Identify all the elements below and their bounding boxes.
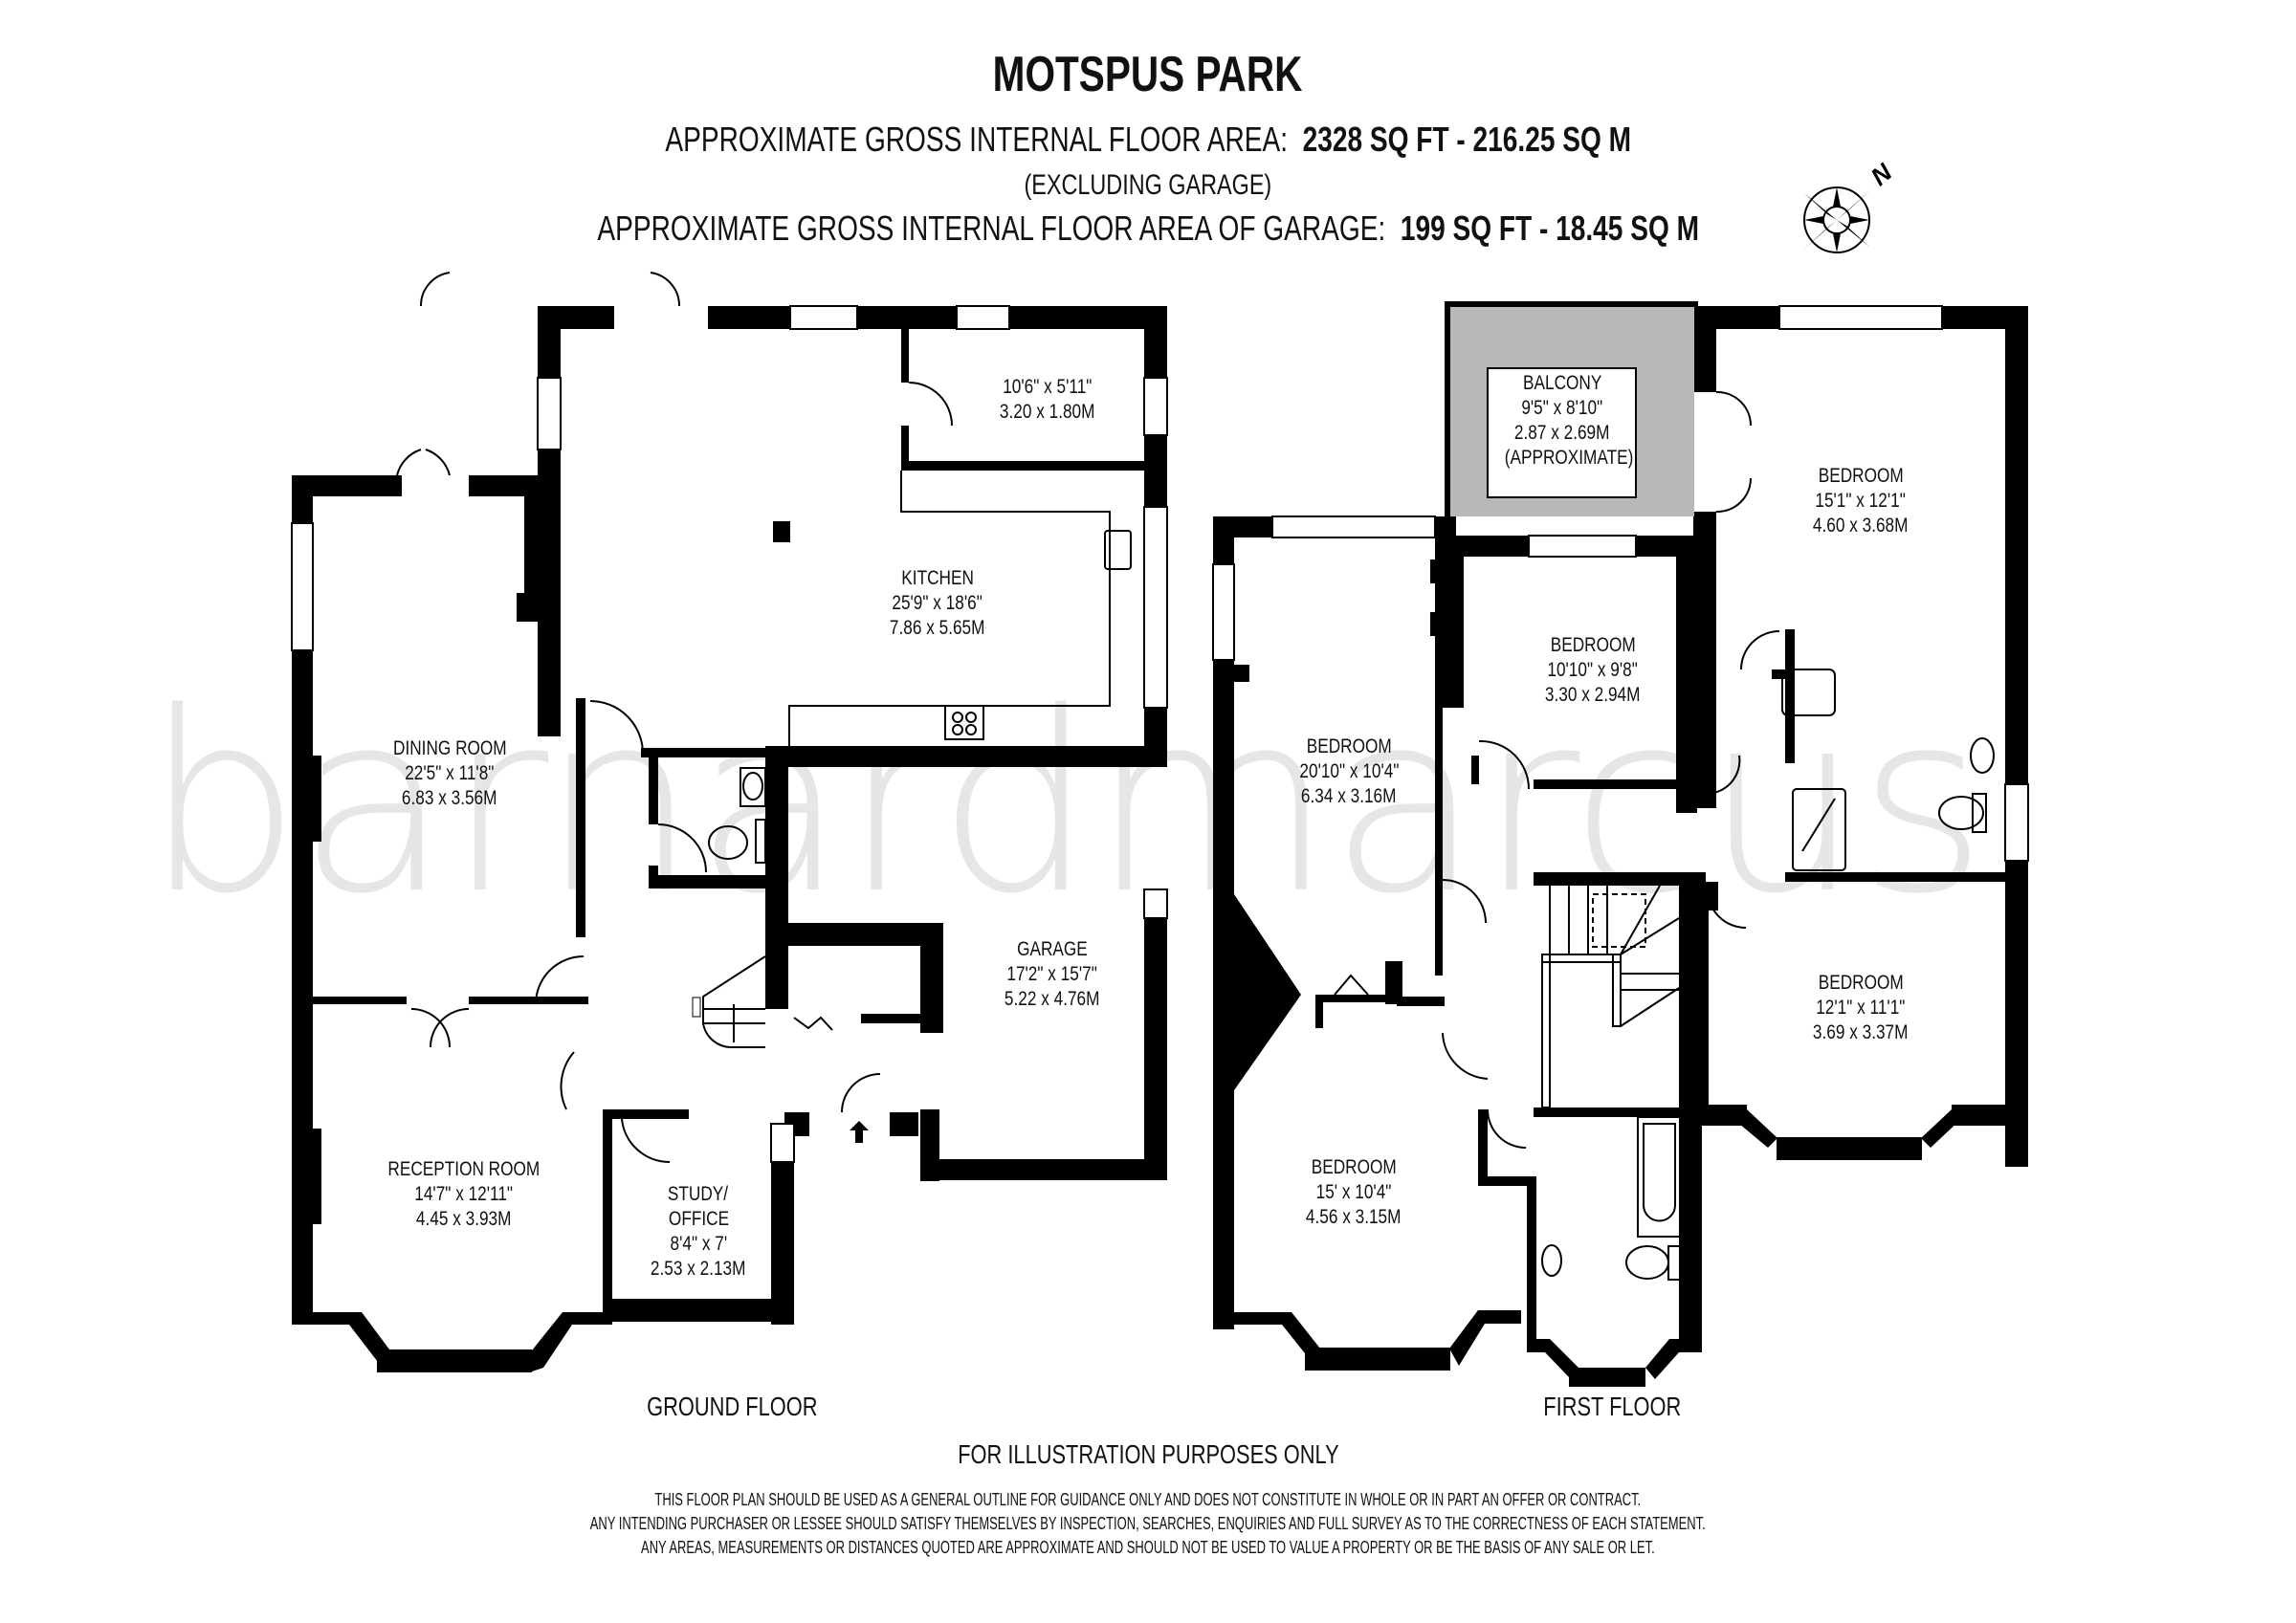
room-label-bedroom-5: BEDROOM 15' x 10'4" 4.56 x 3.15M [1306, 1156, 1402, 1228]
gross-area-note: (EXCLUDING GARAGE) [1024, 169, 1272, 201]
room-label-reception-room: RECEPTION ROOM 14'7" x 12'11" 4.45 x 3.9… [387, 1158, 541, 1230]
room-label-bedroom-2: BEDROOM 10'10" x 9'8" 3.30 x 2.94M [1545, 634, 1641, 706]
gross-area-label: APPROXIMATE GROSS INTERNAL FLOOR AREA: [665, 120, 1288, 159]
north-label: N [1866, 163, 1899, 191]
page-title: MOTSPUS PARK [993, 47, 1303, 102]
garage-area-line: APPROXIMATE GROSS INTERNAL FLOOR AREA OF… [0, 208, 2296, 249]
first-floor-label: FIRST FLOOR [1542, 1392, 1682, 1421]
room-label-store: 10'6" x 5'11" 3.20 x 1.80M [1000, 376, 1095, 423]
compass-rose-icon: N [1799, 157, 1904, 263]
room-label-study-office: STUDY/ OFFICE 8'4" x 7' 2.53 x 2.13M [651, 1183, 746, 1280]
room-label-garage: GARAGE 17'2" x 15'7" 5.22 x 4.76M [1004, 938, 1100, 1010]
room-label-kitchen: KITCHEN 25'9" x 18'6" 7.86 x 5.65M [890, 567, 985, 639]
disclaimer-line-1: THIS FLOOR PLAN SHOULD BE USED AS A GENE… [654, 1490, 1642, 1509]
room-label-bedroom-1: BEDROOM 15'1" x 12'1" 4.60 x 3.68M [1813, 465, 1909, 537]
room-label-bedroom-4: BEDROOM 12'1" x 11'1" 3.69 x 3.37M [1813, 972, 1909, 1043]
gross-area-line: APPROXIMATE GROSS INTERNAL FLOOR AREA: 2… [0, 120, 2296, 160]
disclaimer-line-2: ANY INTENDING PURCHASER OR LESSEE SHOULD… [590, 1514, 1706, 1533]
room-label-bedroom-3: BEDROOM 20'10" x 10'4" 6.34 x 3.16M [1298, 735, 1400, 807]
garage-area-label: APPROXIMATE GROSS INTERNAL FLOOR AREA OF… [597, 208, 1386, 248]
garage-area-value: 199 SQ FT - 18.45 SQ M [1400, 208, 1699, 248]
illustration-note: FOR ILLUSTRATION PURPOSES ONLY [957, 1439, 1339, 1469]
room-label-dining-room: DINING ROOM 22'5" x 11'8" 6.83 x 3.56M [392, 737, 507, 809]
ground-floor-label: GROUND FLOOR [646, 1392, 818, 1421]
gross-area-value: 2328 SQ FT - 216.25 SQ M [1302, 120, 1631, 159]
disclaimer-line-3: ANY AREAS, MEASUREMENTS OR DISTANCES QUO… [641, 1538, 1655, 1557]
room-label-balcony: BALCONY 9'5" x 8'10" 2.87 x 2.69M (APPRO… [1504, 372, 1634, 469]
